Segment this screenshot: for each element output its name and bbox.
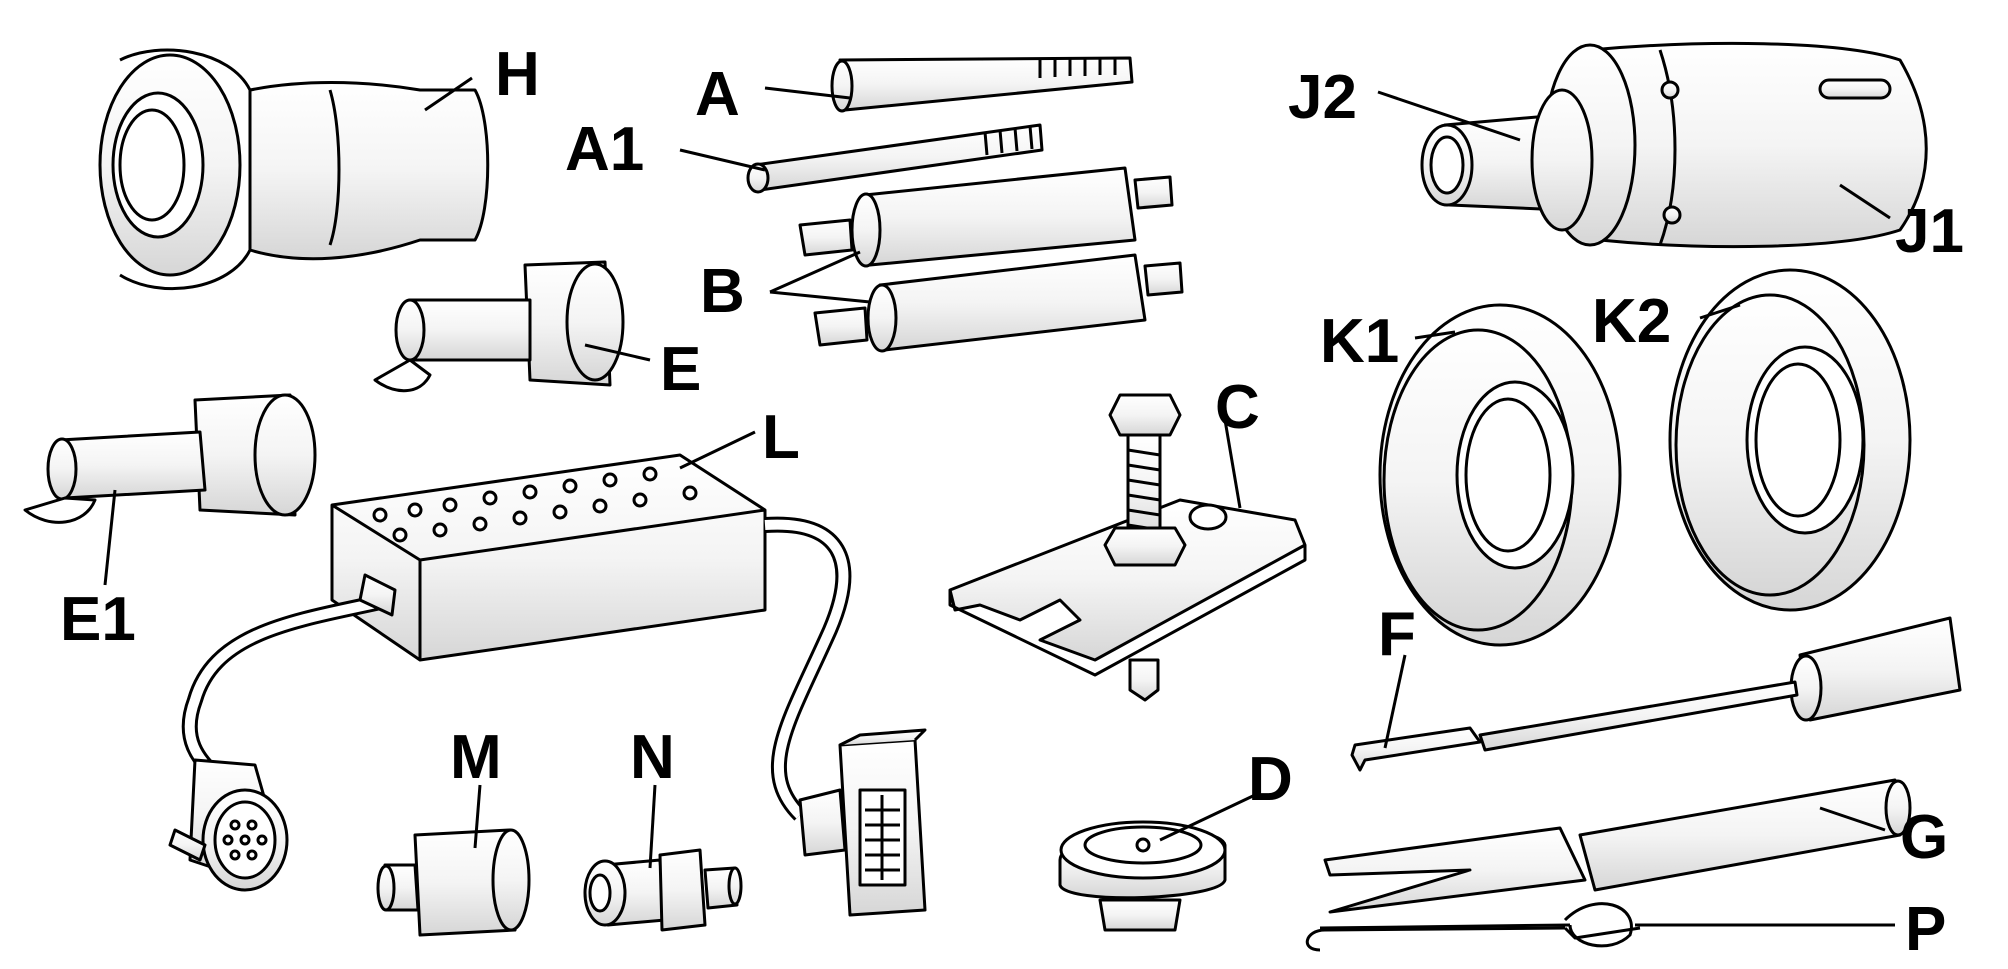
label-k1: K1: [1320, 307, 1399, 376]
part-c-plate-with-bolt: [950, 395, 1305, 700]
label-d: D: [1248, 745, 1293, 814]
part-b-spacer-stud-upper: [800, 168, 1172, 266]
part-j1-adapter-body: [1545, 43, 1926, 246]
part-e1-drift: [25, 395, 315, 522]
label-c: C: [1215, 373, 1260, 442]
part-e-drift: [375, 262, 623, 391]
label-a: A: [695, 60, 740, 129]
label-k2: K2: [1592, 287, 1671, 356]
part-f-pin-tool: [1352, 618, 1960, 770]
part-b-spacer-stud-lower: [815, 255, 1182, 351]
part-d-cap: [1060, 822, 1225, 930]
label-b: B: [700, 257, 745, 326]
leader-lines: [103, 76, 1895, 927]
part-l-round-connector: [170, 760, 287, 890]
label-g: G: [1900, 803, 1948, 872]
label-e: E: [660, 335, 701, 404]
part-h-flanged-sleeve: [100, 50, 488, 289]
part-k2-ring: [1670, 270, 1910, 610]
part-n-pressure-switch: [585, 850, 741, 930]
part-g-fork-tool: [1325, 780, 1910, 912]
part-l-breakout-box: [190, 455, 844, 815]
part-a-threaded-rod: [832, 58, 1132, 111]
label-f: F: [1378, 600, 1416, 669]
label-j2: J2: [1288, 63, 1357, 132]
part-k1-ring: [1380, 305, 1620, 645]
part-j2-adapter-nose: [1422, 90, 1592, 230]
part-l-flat-connector: [800, 730, 925, 915]
label-m: M: [450, 723, 502, 792]
part-m-sleeve: [378, 830, 529, 935]
label-h: H: [495, 40, 540, 109]
part-p-hook-pin: [1307, 904, 1640, 950]
label-p: P: [1905, 895, 1946, 964]
label-a1: A1: [565, 115, 644, 184]
label-l: L: [762, 403, 800, 472]
label-j1: J1: [1895, 197, 1964, 266]
label-n: N: [630, 723, 675, 792]
label-e1: E1: [60, 585, 136, 654]
